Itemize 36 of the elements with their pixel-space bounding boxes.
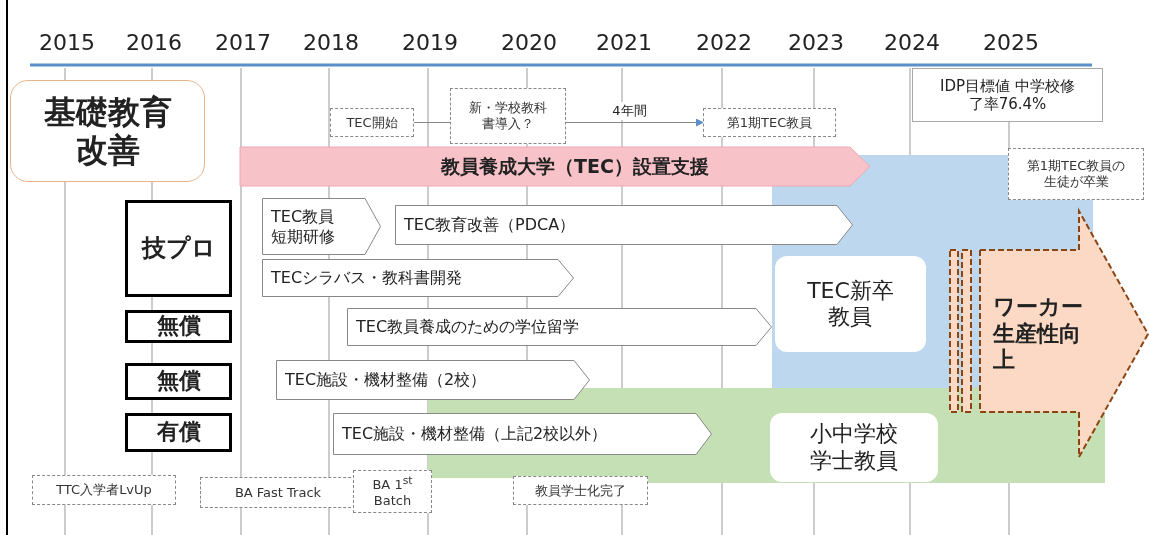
scheme-box: 無償 — [125, 310, 232, 343]
year-label: 2016 — [126, 30, 182, 55]
year-label: 2015 — [39, 30, 95, 55]
activity-banner: TECシラバス・教科書開発 — [262, 259, 574, 297]
year-label: 2020 — [501, 30, 557, 55]
outcome-box: 小中学校学士教員 — [770, 413, 938, 482]
year-label: 2022 — [696, 30, 752, 55]
milestone-box: TTC入学者LvUp — [32, 475, 176, 505]
outcome-box: TEC新卒教員 — [775, 256, 926, 352]
activity-banner: TEC施設・機材整備（2校） — [276, 360, 590, 400]
milestone-box: TEC開始 — [330, 108, 414, 137]
milestone-box: 新・学校教科書導入？ — [450, 88, 566, 144]
year-label: 2017 — [215, 30, 271, 55]
year-label: 2024 — [884, 30, 940, 55]
scheme-box: 無償 — [125, 363, 232, 400]
scheme-box: 技プロ — [125, 200, 232, 297]
activity-banner: TEC教員短期研修 — [262, 198, 381, 255]
year-label: 2018 — [303, 30, 359, 55]
target-box: IDP目標値 中学校修了率76.4% — [912, 68, 1103, 122]
year-label: 2023 — [788, 30, 844, 55]
milestone-box: 第1期TEC教員の生徒が卒業 — [1008, 148, 1144, 200]
year-label: 2021 — [596, 30, 652, 55]
project-banner: 教員養成大学（TEC）設置支援 — [240, 147, 870, 186]
year-label: 2019 — [402, 30, 458, 55]
year-label: 2025 — [983, 30, 1039, 55]
arrow — [565, 118, 704, 127]
milestone-box: 教員学士化完了 — [513, 476, 648, 505]
edge-label: 4年間 — [611, 101, 648, 120]
activity-banner: TEC教員養成のための学位留学 — [347, 308, 772, 346]
activity-banner: TEC教育改善（PDCA） — [395, 205, 853, 245]
connector-line — [413, 121, 451, 124]
milestone-box: BA 1$^{st}$ Batch — [353, 470, 432, 513]
activity-banner: TEC施設・機材整備（上記2校以外） — [333, 413, 712, 455]
milestone-box: 第1期TEC教員 — [703, 108, 836, 137]
category-box: 基礎教育改善 — [10, 80, 205, 182]
scheme-box: 有償 — [125, 413, 232, 452]
